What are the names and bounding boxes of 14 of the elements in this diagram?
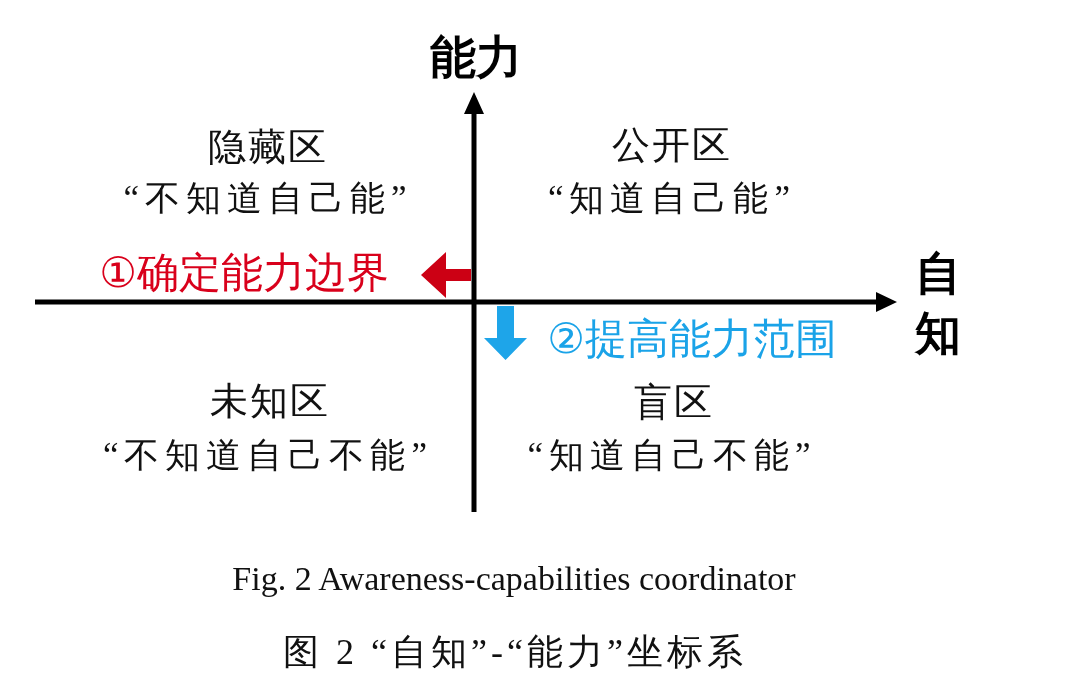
quadrant-title: 公开区 [612,126,732,164]
step-label: ②提高能力范围 [547,318,837,360]
quadrant-quote: “不知道自己能” [123,181,413,216]
axis-label: 自知 [915,245,961,362]
figure-caption: 图 2 “自知”-“能力”坐标系 [283,634,747,670]
quadrant-quote: “知道自己能” [547,181,797,216]
quadrant-quote: “知道自己不能” [527,438,817,473]
quadrant-title: 未知区 [210,382,330,420]
quadrant-quote: “不知道自己不能” [102,438,434,473]
quadrant-title: 隐藏区 [208,128,328,166]
quadrant-title: 盲区 [634,383,714,421]
step-label: ①确定能力边界 [99,252,389,294]
figure-caption: Fig. 2 Awareness-capabilities coordinator [232,562,796,596]
axis-label: 能力 [430,34,522,80]
